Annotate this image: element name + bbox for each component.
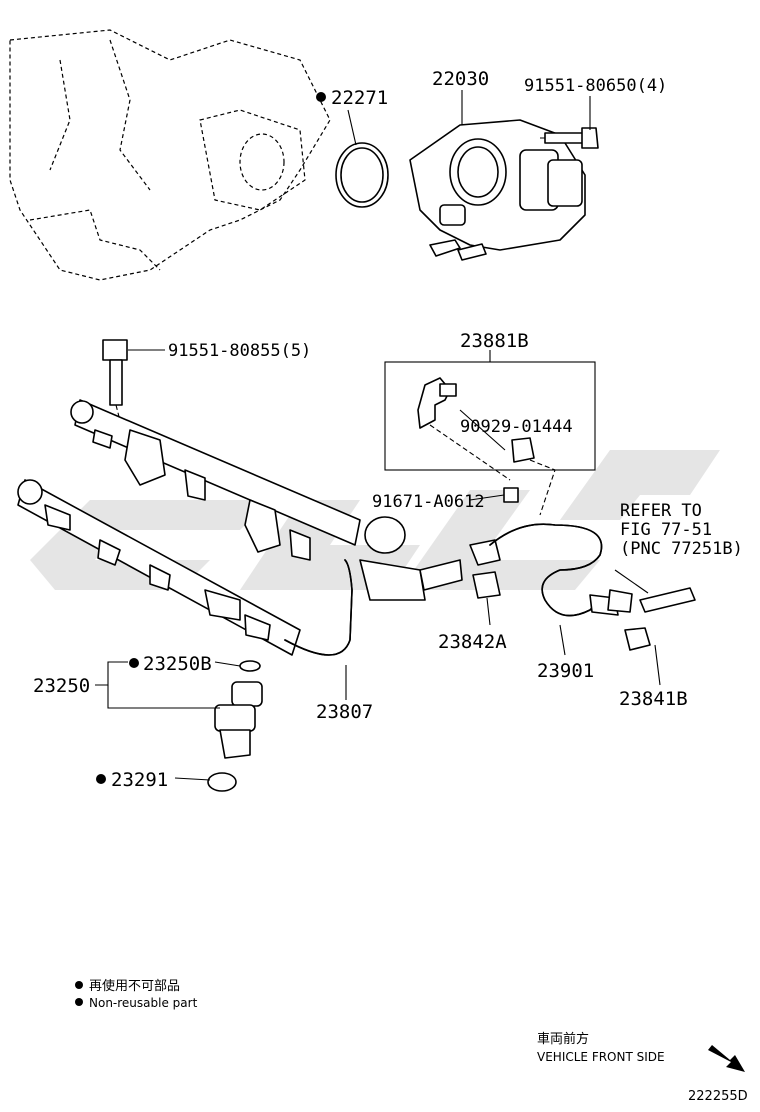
refer-pipe bbox=[639, 587, 696, 613]
label-23842a: 23842A bbox=[438, 631, 507, 653]
intake-manifold-outline bbox=[9, 29, 331, 281]
refer-line-3: (PNC 77251B) bbox=[620, 539, 743, 559]
small-bolt bbox=[503, 487, 519, 503]
lower-fuel-rail bbox=[17, 479, 301, 656]
label-23250b: 23250B bbox=[143, 653, 212, 675]
label-23250: 23250 bbox=[33, 675, 90, 697]
label-22030: 22030 bbox=[432, 68, 489, 90]
label-23901: 23901 bbox=[537, 660, 594, 682]
label-23807: 23807 bbox=[316, 701, 373, 723]
fuel-hose bbox=[489, 523, 633, 617]
legend-cjk: 再使用不可部品 bbox=[89, 978, 180, 994]
non-reusable-markers bbox=[75, 92, 326, 1006]
label-91671-a0612: 91671-A0612 bbox=[372, 492, 485, 512]
front-direction-arrow-icon bbox=[708, 1045, 745, 1072]
bracket-kit-box bbox=[384, 361, 596, 516]
quick-connector bbox=[469, 539, 501, 599]
orientation-en: VEHICLE FRONT SIDE bbox=[537, 1050, 665, 1064]
label-91551-80650: 91551-80650(4) bbox=[524, 76, 667, 96]
gasket-ring bbox=[335, 142, 389, 208]
legend-en: Non-reusable part bbox=[89, 996, 198, 1010]
label-91551-80855: 91551-80855(5) bbox=[168, 341, 311, 361]
label-22271: 22271 bbox=[331, 87, 388, 109]
label-90929-01444: 90929-01444 bbox=[460, 417, 573, 437]
figure-code: 222255D bbox=[688, 1089, 748, 1104]
throttle-body bbox=[409, 119, 586, 261]
refer-line-2: FIG 77-51 bbox=[620, 520, 712, 540]
label-23841b: 23841B bbox=[619, 688, 688, 710]
rail-bolt bbox=[102, 339, 128, 441]
orientation-cjk: 車両前方 bbox=[537, 1031, 589, 1047]
label-23881b: 23881B bbox=[460, 330, 529, 352]
fuel-pipe bbox=[284, 559, 353, 656]
throttle-bolt bbox=[540, 127, 599, 149]
leader-lines bbox=[95, 90, 661, 781]
refer-line-1: REFER TO bbox=[620, 501, 702, 521]
label-23291: 23291 bbox=[111, 769, 168, 791]
upper-fuel-rail bbox=[70, 399, 361, 561]
pressure-regulator bbox=[359, 516, 463, 601]
hose-clamp bbox=[624, 627, 651, 651]
fuel-injector bbox=[207, 660, 263, 792]
